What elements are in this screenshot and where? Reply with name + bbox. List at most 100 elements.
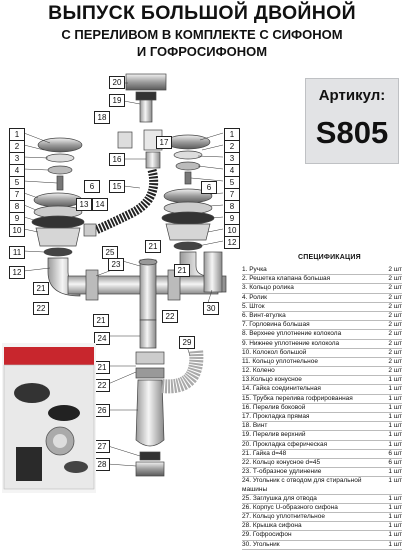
spec-item-qty: 6 шт: [388, 458, 402, 466]
spec-item-qty: 2 шт: [388, 311, 402, 319]
callout-21-mid: 21: [174, 264, 190, 277]
spec-item-qty: 2 шт: [388, 330, 402, 338]
spec-item-name: 2. Решетка клапана большая: [242, 275, 331, 283]
callout-11: 11: [9, 246, 25, 259]
spec-item-qty: 1 шт: [388, 385, 402, 393]
spec-item-name: 29. Гофросифон: [242, 531, 292, 539]
callout-14: 14: [92, 198, 108, 211]
spec-item-name: 1. Ручка: [242, 266, 267, 273]
title-line-2: С ПЕРЕЛИВОМ В КОМПЛЕКТЕ С СИФОНОМ: [61, 27, 343, 42]
spec-item-name: 28. Крышка сифона: [242, 522, 302, 530]
spec-item: 5. Шток 2 шт: [242, 303, 402, 312]
callout-21-low: 21: [93, 314, 109, 327]
spec-item-name: 25. Заглушка для отвода: [242, 494, 317, 502]
spec-item-qty: 6 шт: [388, 449, 402, 457]
spec-item-qty: 1 шт: [388, 394, 402, 402]
spec-item-name: 18. Винт: [242, 422, 268, 430]
spec-item-name: 11. Кольцо уплотнельное: [242, 357, 318, 365]
spec-item-name: 4. Ролик: [242, 293, 268, 301]
callout-4: 4: [9, 164, 25, 177]
spec-item-name: 24. Угольник с отводом для стиральной ма…: [242, 477, 362, 493]
spec-item: 6. Винт-втулка 2 шт: [242, 311, 402, 322]
spec-item: 25. Заглушка для отвода 1 шт: [242, 495, 402, 504]
callout-18: 18: [94, 111, 110, 124]
spec-item-qty: 2 шт: [388, 321, 402, 329]
spec-item-name: 17. Прокладка прямая: [242, 413, 310, 420]
spec-item-qty: 2 шт: [388, 266, 402, 273]
spec-item-name: 9. Нижнее уплотнение колокола: [242, 339, 340, 347]
spec-item-name: 15. Трубка перелива гофрированная: [242, 394, 353, 402]
spec-item: 1. Ручка 2 шт: [242, 266, 402, 276]
spec-item-qty: 1 шт: [388, 413, 402, 420]
spec-item-name: 21. Гайка d=48: [242, 449, 287, 457]
callout-28: 28: [94, 458, 110, 471]
spec-item-name: 3. Кольцо ролика: [242, 284, 294, 292]
spec-item-qty: 2 шт: [388, 293, 402, 301]
callout-21-trap: 21: [94, 361, 110, 374]
callout-6: 6: [84, 180, 100, 193]
callout-22-trap: 22: [94, 379, 110, 392]
spec-item-qty: 2 шт: [388, 367, 402, 375]
spec-item-qty: 1 шт: [388, 513, 402, 521]
spec-item-qty: 2 шт: [388, 302, 402, 310]
callout-22-left: 22: [33, 302, 49, 315]
callout-19: 19: [109, 94, 125, 107]
spec-item: 4. Ролик 2 шт: [242, 294, 402, 303]
spec-item-qty: 1 шт: [388, 376, 402, 384]
spec-item-name: 6. Винт-втулка: [242, 311, 286, 319]
spec-item: 11. Кольцо уплотнельное 2 шт: [242, 357, 402, 368]
callout-12-right: 12: [224, 236, 240, 249]
spec-item: 17. Прокладка прямая 1 шт: [242, 413, 402, 423]
callout-13: 13: [76, 198, 92, 211]
spec-title: СПЕЦИФИКАЦИЯ: [298, 254, 361, 261]
article-code: S805: [315, 115, 389, 150]
callout-29: 29: [179, 336, 195, 349]
callout-23: 23: [108, 258, 124, 271]
callout-21-left: 21: [33, 282, 49, 295]
spec-item-qty: 1 шт: [388, 503, 402, 511]
spec-item: 13.Кольцо конусное 1 шт: [242, 376, 402, 386]
spec-item: 3. Кольцо ролика 2 шт: [242, 284, 402, 294]
spec-item-qty: 1 шт: [388, 440, 402, 448]
spec-item-qty: 2 шт: [388, 284, 402, 292]
title-line-3: И ГОФРОСИФОНОМ: [136, 44, 268, 59]
spec-item-qty: 2 шт: [388, 339, 402, 347]
spec-item-name: 12. Колено: [242, 367, 275, 375]
callout-27: 27: [94, 440, 110, 453]
spec-item-name: 7. Горловина большая: [242, 321, 310, 329]
title-line-1: ВЫПУСК БОЛЬШОЙ ДВОЙНОЙ: [48, 2, 356, 24]
spec-item-name: 5. Шток: [242, 302, 265, 310]
callout-20: 20: [109, 76, 125, 89]
callout-3-right: 3: [224, 152, 240, 165]
spec-item-qty: 2 шт: [388, 357, 402, 365]
spec-item-name: 27. Кольцо уплотнительное: [242, 513, 325, 521]
product-package-photo: [2, 343, 96, 493]
callout-22-mid: 22: [162, 310, 178, 323]
callout-17: 17: [156, 136, 172, 149]
callout-10: 10: [9, 224, 25, 237]
callout-16: 16: [109, 153, 125, 166]
callout-12: 12: [9, 266, 25, 279]
spec-item-qty: 1 шт: [388, 494, 402, 502]
spec-item-qty: 1 шт: [388, 540, 402, 548]
spec-item: 24. Угольник с отводом для стиральной ма…: [242, 477, 402, 495]
spec-item-qty: 1 шт: [388, 403, 402, 411]
article-label: Артикул:: [318, 87, 386, 104]
callout-24: 24: [94, 332, 110, 345]
spec-item: 21. Гайка d=48 6 шт: [242, 450, 402, 459]
callout-30: 30: [203, 302, 219, 315]
callout-3: 3: [9, 152, 25, 165]
spec-item: 7. Горловина большая 2 шт: [242, 321, 402, 331]
spec-item-name: 13.Кольцо конусное: [242, 376, 302, 384]
